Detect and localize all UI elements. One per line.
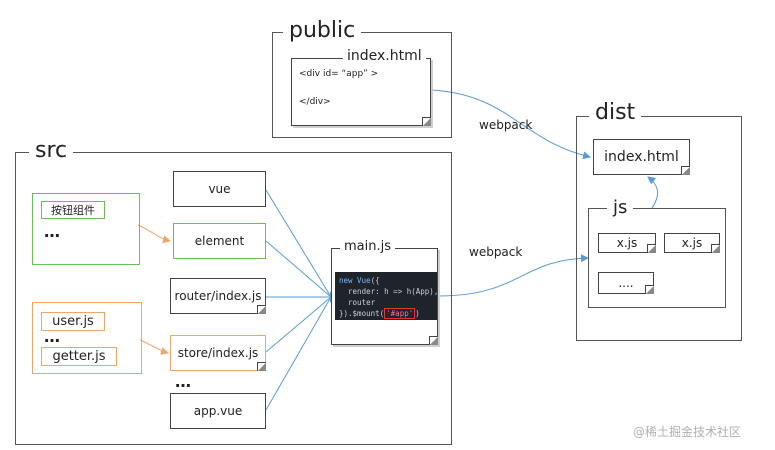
code-line3: router — [339, 298, 376, 307]
dist-xjs-box-2: x.js — [664, 233, 720, 253]
code-line4-pre: }).$mount( — [339, 309, 385, 318]
component-group — [32, 193, 140, 265]
arrow-main-to-dist-js — [437, 254, 589, 297]
code-line2: render: h => h(App), — [339, 287, 439, 296]
button-component-box: 按钮组件 — [41, 201, 105, 219]
store-index-box: store/index.js — [170, 335, 266, 371]
public-group-title: public — [283, 18, 362, 44]
dist-index-html-box: index.html — [593, 139, 690, 175]
code-mount-target: '#app' — [384, 308, 416, 319]
user-js-box: user.js — [41, 312, 105, 331]
store-modules-ellipsis: … — [44, 327, 61, 346]
webpack-label-bottom: webpack — [469, 245, 523, 259]
watermark: @稀土掘金技术社区 — [633, 425, 742, 439]
src-group-title: src — [29, 138, 74, 164]
public-group — [272, 32, 452, 138]
arrow-public-to-dist — [431, 89, 591, 160]
src-files-ellipsis: … — [175, 372, 192, 391]
store-modules-group — [32, 302, 142, 374]
public-doc-line1: <div id= “app” > — [299, 69, 379, 79]
dist-more-box: .... — [598, 272, 654, 294]
code-line1-rest: ({ — [370, 276, 380, 285]
arrow-userjs-to-store — [139, 339, 169, 355]
public-index-html-doc — [291, 58, 431, 126]
arrow-store-to-main — [265, 296, 332, 353]
router-index-box: router/index.js — [170, 278, 266, 314]
code-line4-post: ) — [415, 309, 420, 318]
src-group — [15, 152, 452, 445]
arrow-element-to-main — [265, 240, 332, 298]
public-doc-line2: </div> — [299, 97, 331, 107]
webpack-label-top: webpack — [479, 118, 533, 132]
dist-group-title: dist — [589, 100, 642, 126]
arrow-vue-to-main — [265, 189, 332, 298]
main-js-code: new Vue({ render: h => h(App), router })… — [335, 272, 439, 320]
vue-box: vue — [173, 171, 266, 207]
main-js-title: main.js — [340, 239, 395, 254]
element-box: element — [173, 223, 266, 259]
dist-js-group — [588, 208, 726, 308]
dist-xjs-box-1: x.js — [598, 233, 656, 253]
arrow-component-to-element — [137, 224, 171, 244]
dist-js-group-title: js — [607, 195, 634, 221]
component-ellipsis: … — [44, 222, 61, 241]
public-index-html-title: index.html — [343, 48, 426, 64]
arrow-app-to-main — [265, 296, 332, 411]
arrow-js-to-index — [647, 176, 658, 209]
app-vue-box: app.vue — [170, 393, 266, 429]
getter-js-box: getter.js — [41, 347, 117, 366]
code-new-vue: new Vue — [339, 276, 371, 285]
dist-group — [576, 116, 742, 341]
